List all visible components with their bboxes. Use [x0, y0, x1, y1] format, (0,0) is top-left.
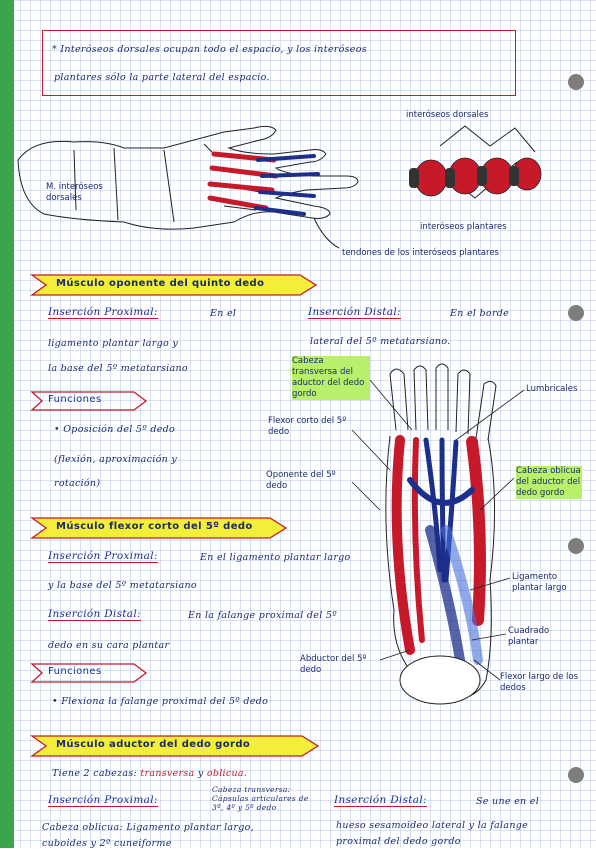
label-leader-lines [351, 379, 525, 681]
text-line: (flexión, aproximación y [54, 454, 178, 465]
funciones-heading: Funciones [48, 394, 102, 405]
label-ligamento-plantar: Ligamento plantar largo [512, 572, 567, 593]
label-cabeza-oblicua: Cabeza oblicua del aductor del dedo gord… [516, 466, 582, 499]
label-m-interoseos-dorsales: M. interóseos dorsales [46, 182, 103, 203]
plantar-muscles-drawing [385, 363, 497, 705]
binder-hole [568, 305, 584, 321]
text-line: lateral del 5º metatarsiano. [310, 336, 451, 347]
foot-interosseous-drawing [17, 125, 359, 249]
binder-hole [568, 538, 584, 554]
insercion-distal-heading: Inserción Distal: [308, 306, 401, 319]
text-line: y la base del 5º metatarsiano [48, 580, 197, 591]
label-cuadrado-plantar: Cuadrado plantar [508, 626, 550, 647]
text-line: Cabeza oblicua: Ligamento plantar largo, [42, 822, 254, 833]
cabeza-transversa-note: Cabeza transversa: Cápsulas articulares … [212, 785, 309, 812]
label-interoseos-plantares: interóseos plantares [420, 222, 507, 232]
label-flexor-largo: Flexor largo de los dedos [500, 672, 579, 693]
label-tendones-interoseos: tendones de los interóseos plantares [342, 248, 499, 258]
text-line: dedo en su cara plantar [48, 640, 170, 651]
section-title: Músculo flexor corto del 5º dedo [56, 521, 253, 532]
note-line-1: * Interóseos dorsales ocupan todo el esp… [52, 44, 367, 55]
section-title-banner: Músculo flexor corto del 5º dedo [30, 516, 290, 540]
text-line: Se une en el [476, 796, 540, 807]
section-title-banner: Músculo aductor del dedo gordo [30, 734, 322, 758]
text-line: proximal del dedo gordo [336, 836, 461, 847]
label-flexor-corto: Flexor corto del 5º dedo [268, 416, 347, 437]
text-line: Tiene 2 cabezas: transversa y oblicua. [52, 768, 248, 779]
interosseous-cross-section [409, 125, 542, 199]
text-line: cuboides y 2º cuneiforme [42, 838, 172, 849]
note-line-2: plantares sólo la parte lateral del espa… [54, 72, 270, 83]
insercion-proximal-heading: Inserción Proximal: [48, 794, 158, 807]
text-line: • Flexiona la falange proximal del 5º de… [52, 696, 269, 707]
page-margin-strip [0, 0, 14, 848]
text-line: • Oposición del 5º dedo [54, 424, 176, 435]
text-line: ligamento plantar largo y [48, 338, 179, 349]
insercion-proximal-heading: Inserción Proximal: [48, 306, 158, 319]
funciones-banner: Funciones [30, 662, 150, 686]
label-interoseos-dorsales: interóseos dorsales [406, 110, 489, 120]
funciones-banner: Funciones [30, 390, 150, 414]
note-box [42, 30, 516, 96]
text-line: En el ligamento plantar largo [200, 552, 351, 563]
label-lumbricales: Lumbricales [526, 384, 578, 394]
text-line: En el [210, 308, 237, 319]
funciones-heading: Funciones [48, 666, 102, 677]
text-line: rotación) [54, 478, 101, 489]
section-title: Músculo aductor del dedo gordo [56, 739, 251, 750]
label-abductor: Abductor del 5º dedo [300, 654, 367, 675]
section-title: Músculo oponente del quinto dedo [56, 278, 265, 289]
insercion-distal-heading: Inserción Distal: [334, 794, 427, 807]
text-line: la base del 5º metatarsiano [48, 363, 188, 374]
text-line: hueso sesamoideo lateral y la falange [336, 820, 529, 831]
insercion-distal-heading: Inserción Distal: [48, 608, 141, 621]
text-line: En la falange proximal del 5º [188, 610, 337, 621]
section-title-banner: Músculo oponente del quinto dedo [30, 273, 320, 297]
insercion-proximal-heading: Inserción Proximal: [48, 550, 158, 563]
label-oponente: Oponente del 5º dedo [266, 470, 336, 491]
label-cabeza-transversa: Cabeza transversa del aductor del dedo g… [292, 356, 370, 400]
text-line: En el borde [450, 308, 510, 319]
binder-hole [568, 767, 584, 783]
binder-hole [568, 74, 584, 90]
